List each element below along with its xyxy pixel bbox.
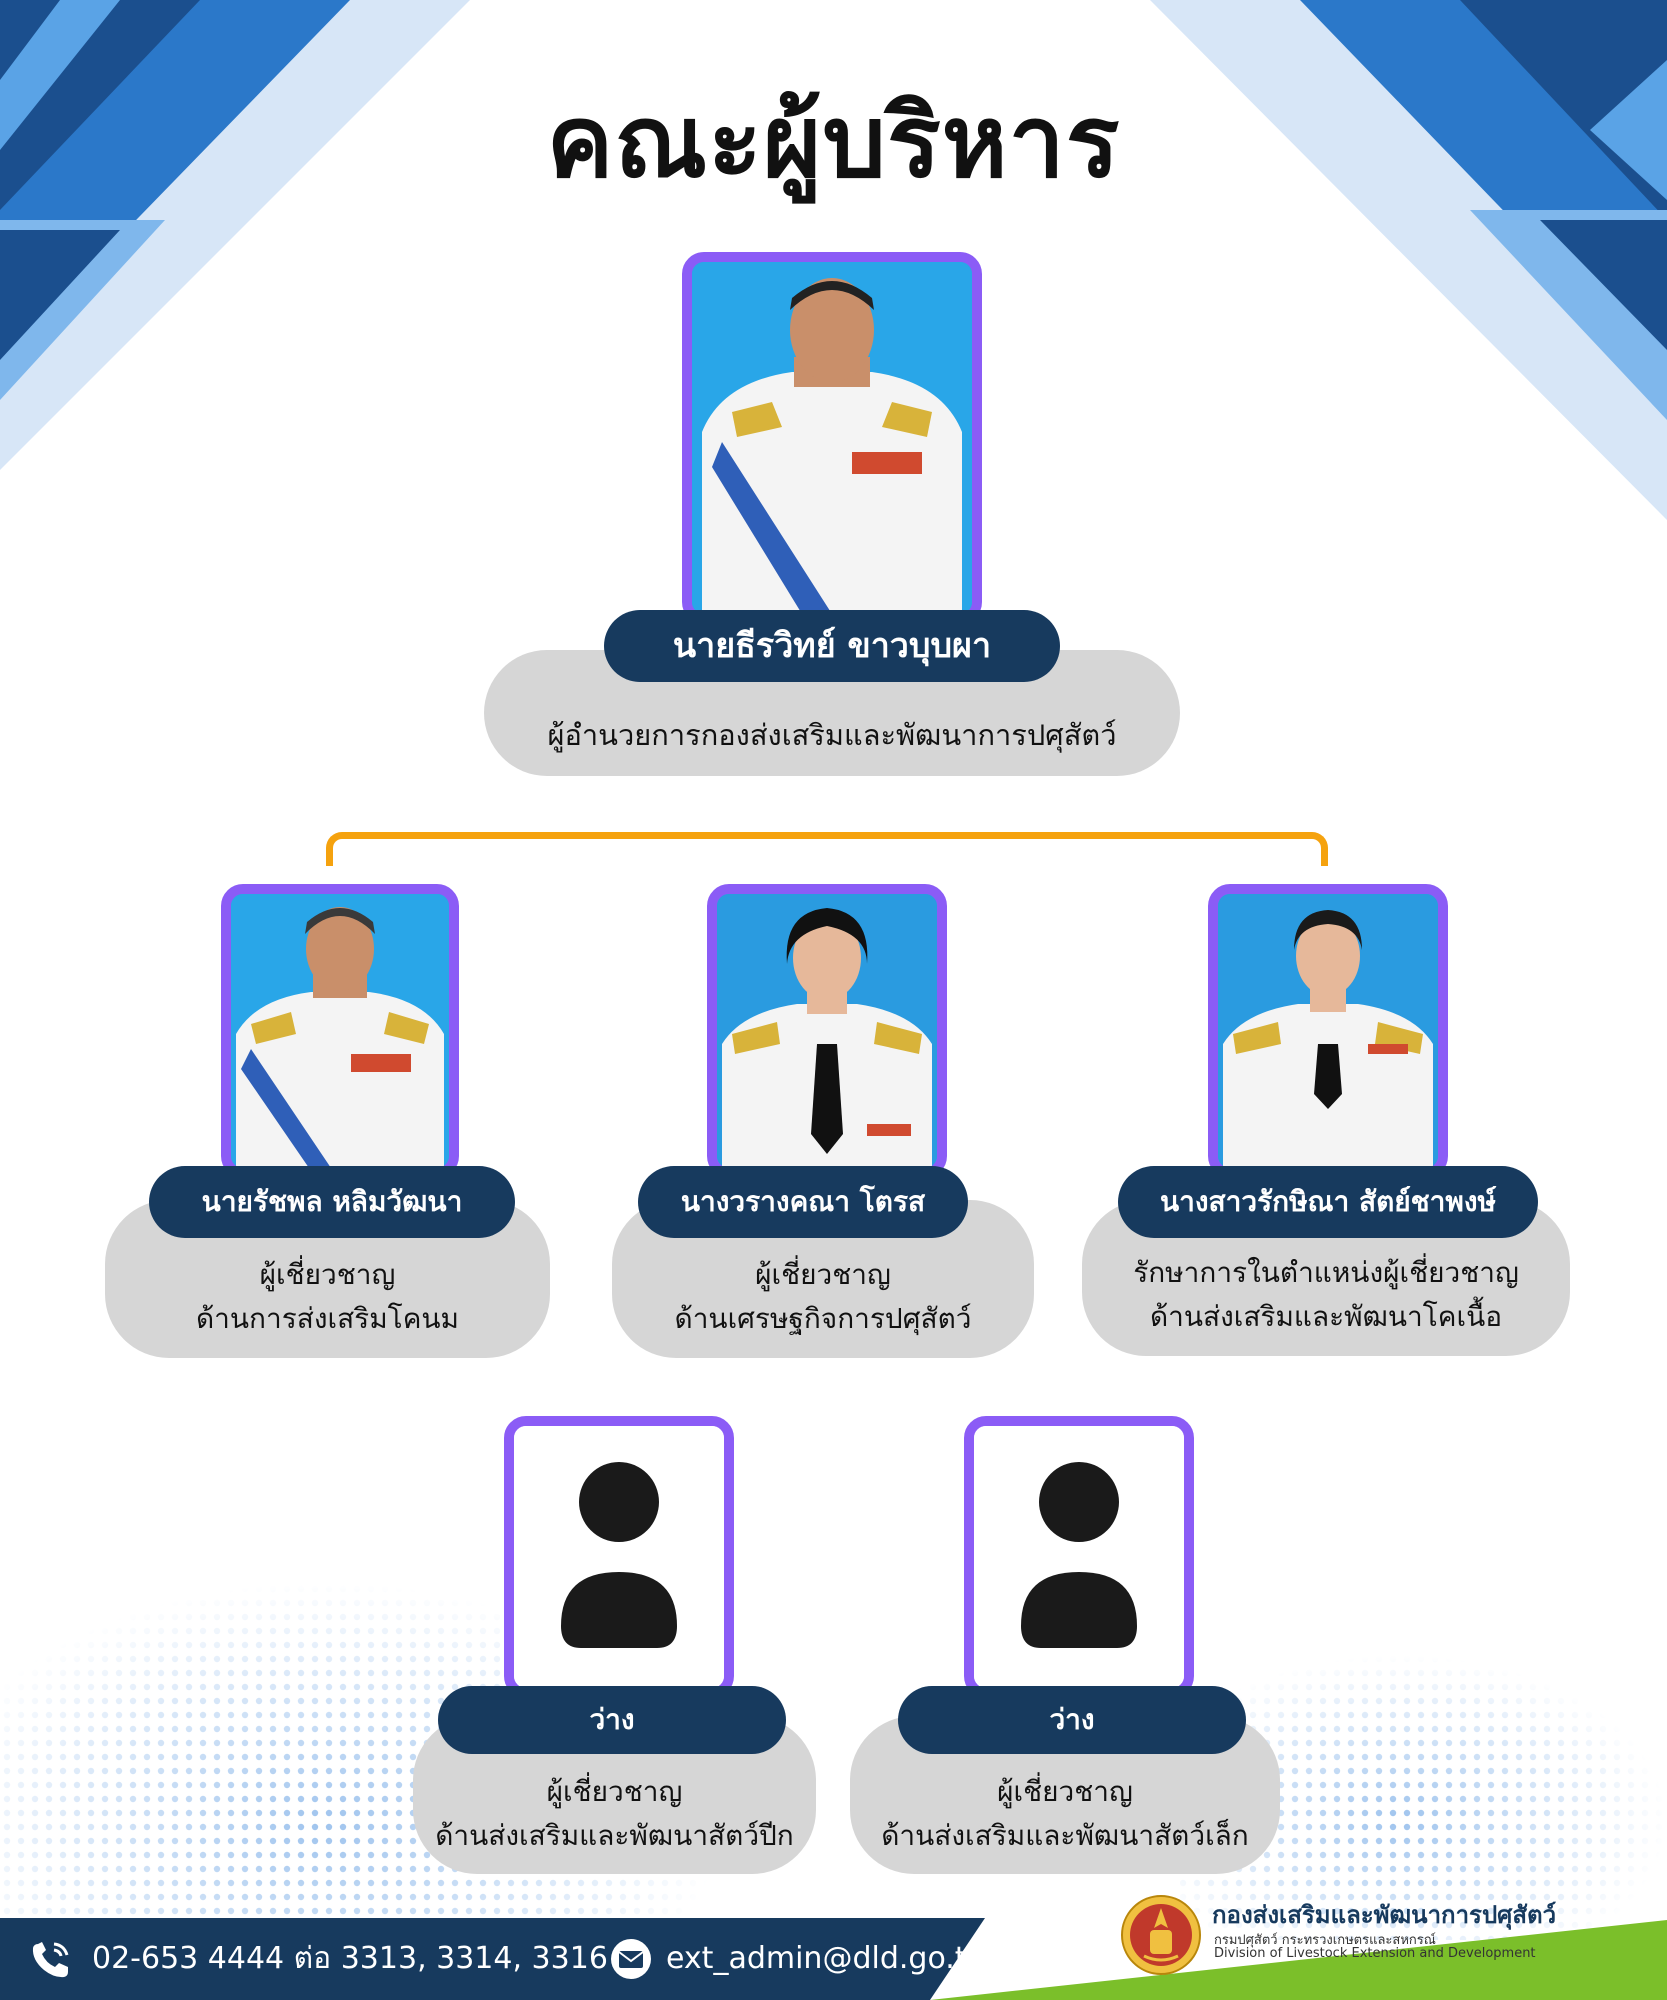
footer-email[interactable]: ext_admin@dld.go.th <box>666 1941 986 1976</box>
director-name: นายธีรวิทย์ ขาวบุบผา <box>604 610 1060 682</box>
expert-2-role-line2: ด้านเศรษฐกิจการปศุสัตว์ <box>674 1302 972 1335</box>
org-connector-line <box>326 832 1328 866</box>
vacancy-1-role-line2: ด้านส่งเสริมและพัฒนาสัตว์ปีก <box>435 1819 794 1852</box>
vacancy-2-photo <box>964 1416 1194 1698</box>
expert-3-role-line2: ด้านส่งเสริมและพัฒนาโคเนื้อ <box>1149 1300 1503 1333</box>
expert-1-photo <box>221 884 459 1178</box>
vacancy-2-name: ว่าง <box>898 1686 1246 1754</box>
person-placeholder-icon <box>974 1426 1184 1688</box>
expert-3-photo <box>1208 884 1448 1178</box>
org-name-en: Division of Livestock Extension and Deve… <box>1214 1946 1536 1961</box>
expert-3-name: นางสาวรักษิณา สัตย์ชาพงษ์ <box>1118 1166 1538 1238</box>
expert-1-role-line2: ด้านการส่งเสริมโคนม <box>195 1302 460 1335</box>
footer-phone[interactable]: 02-653 4444 ต่อ 3313, 3314, 3316 <box>92 1941 608 1976</box>
email-icon <box>611 1939 651 1979</box>
dld-emblem-icon <box>1121 1895 1201 1975</box>
org-dept-th: กรมปศุสัตว์ กระทรวงเกษตรและสหกรณ์ <box>1214 1933 1436 1948</box>
director-role: ผู้อำนวยการกองส่งเสริมและพัฒนาการปศุสัตว… <box>547 718 1117 752</box>
org-name-th: กองส่งเสริมและพัฒนาการปศุสัตว์ <box>1212 1901 1557 1929</box>
expert-2-role-line1: ผู้เชี่ยวชาญ <box>755 1258 891 1291</box>
vacancy-2-role-line1: ผู้เชี่ยวชาญ <box>997 1775 1133 1808</box>
vacancy-2-role-line2: ด้านส่งเสริมและพัฒนาสัตว์เล็ก <box>881 1819 1249 1852</box>
expert-2-photo <box>707 884 947 1178</box>
vacancy-1-role-line1: ผู้เชี่ยวชาญ <box>546 1775 683 1808</box>
expert-1-name: นายรัชพล หลิมวัฒนา <box>149 1166 515 1238</box>
director-photo <box>682 252 982 624</box>
person-placeholder-icon <box>514 1426 724 1688</box>
phone-icon <box>32 1942 69 1978</box>
page-title: คณะผู้บริหาร <box>546 83 1121 200</box>
expert-3-role-line1: รักษาการในตำแหน่งผู้เชี่ยวชาญ <box>1133 1256 1519 1289</box>
vacancy-1-name: ว่าง <box>438 1686 786 1754</box>
expert-2-name: นางวรางคณา โตรส <box>638 1166 968 1238</box>
expert-1-role-line1: ผู้เชี่ยวชาญ <box>259 1258 396 1291</box>
vacancy-1-photo <box>504 1416 734 1698</box>
